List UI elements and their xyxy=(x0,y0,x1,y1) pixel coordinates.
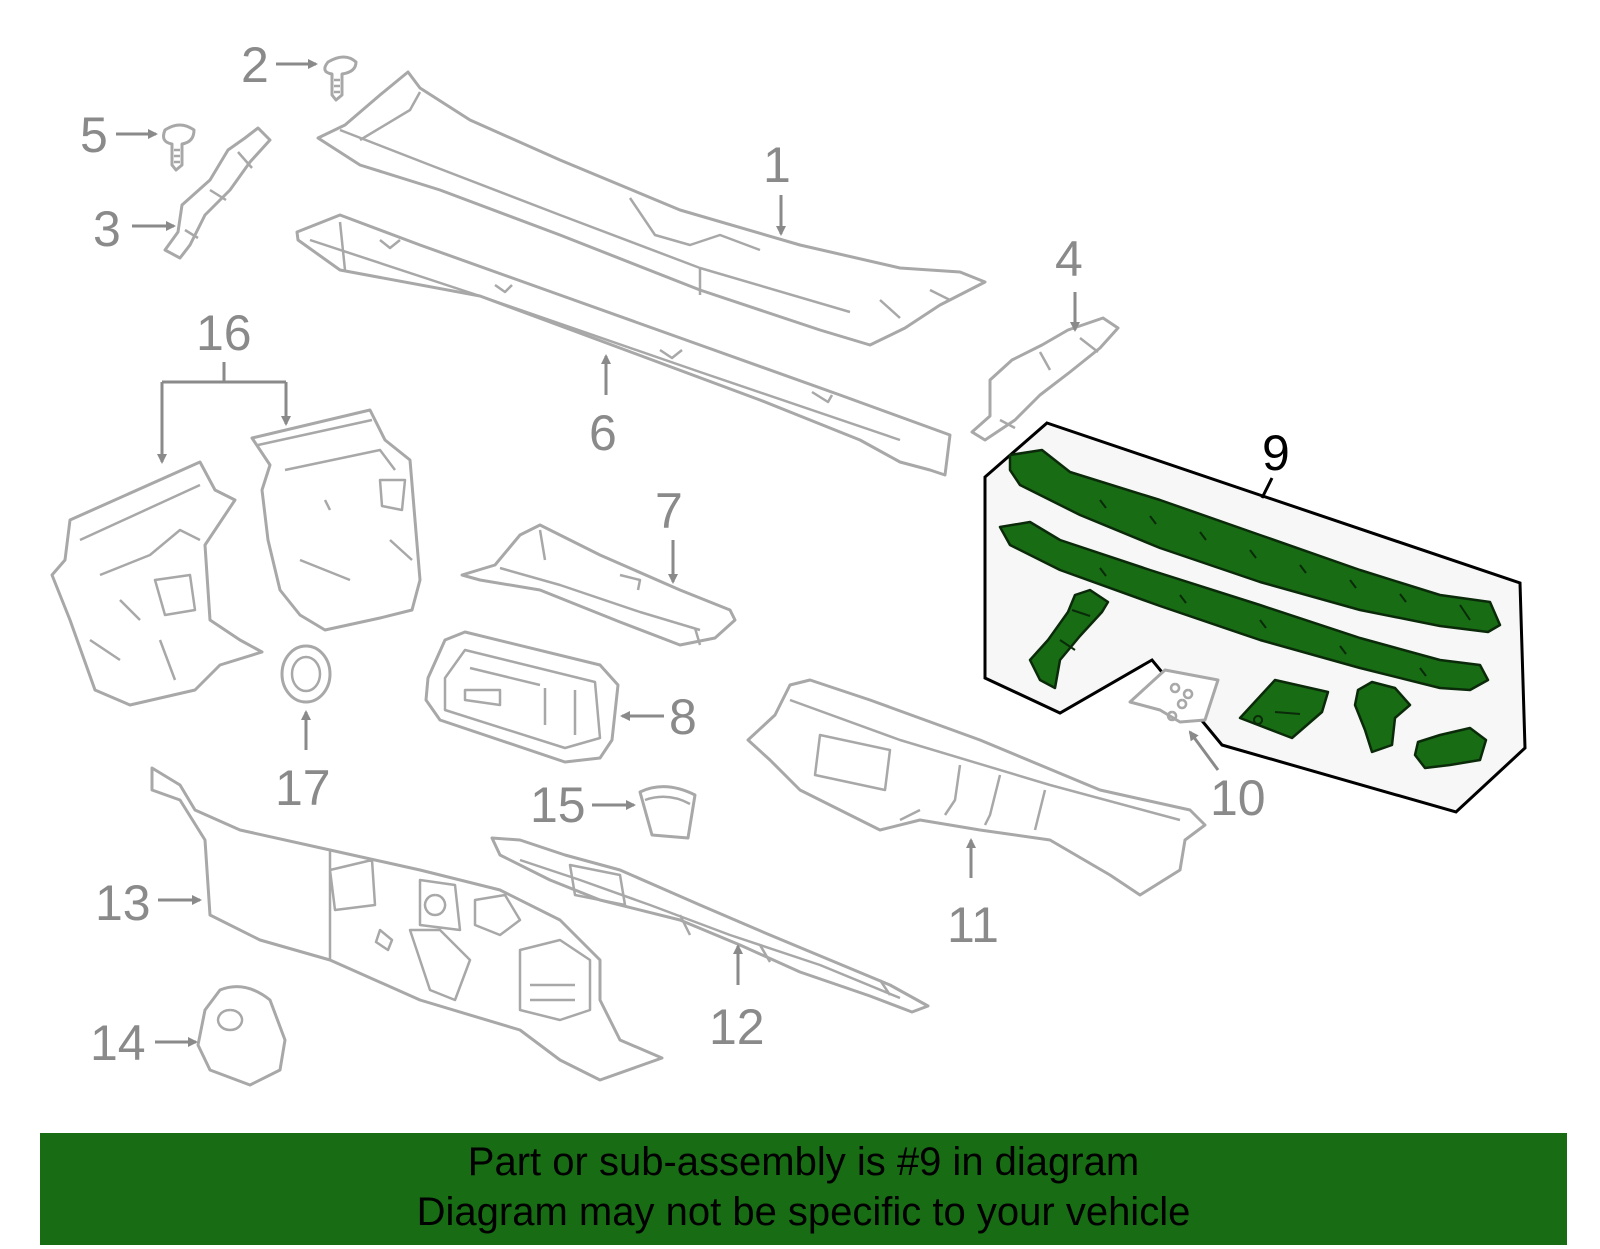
callout-5: 5 xyxy=(80,107,108,163)
leader-9 xyxy=(1260,477,1274,499)
part-8-air-inlet[interactable] xyxy=(424,630,620,764)
part-6-lower-panel[interactable] xyxy=(295,213,952,477)
callout-6: 6 xyxy=(589,405,617,461)
part-4-bracket[interactable] xyxy=(970,316,1120,442)
callout-2: 2 xyxy=(241,37,269,93)
callout-12: 12 xyxy=(709,999,765,1055)
callout-11: 11 xyxy=(947,897,999,953)
callout-9: 9 xyxy=(1262,425,1290,481)
part-2-clip[interactable] xyxy=(323,55,358,102)
part-7-panel[interactable] xyxy=(460,523,737,647)
callout-14: 14 xyxy=(90,1015,146,1071)
callout-8: 8 xyxy=(669,689,697,745)
callout-16: 16 xyxy=(196,305,252,361)
part-1-cowl-panel[interactable] xyxy=(316,70,987,347)
callout-7: 7 xyxy=(655,483,683,539)
leader-16-bracket xyxy=(162,362,286,384)
part-15-plug[interactable] xyxy=(638,785,697,840)
part-16-side-panel-left[interactable] xyxy=(50,460,264,707)
callout-13: 13 xyxy=(95,875,151,931)
callout-15: 15 xyxy=(530,777,586,833)
footer-line-1: Part or sub-assembly is #9 in diagram xyxy=(467,1140,1140,1184)
part-13-dash-panel[interactable] xyxy=(150,766,664,1082)
part-14-cover[interactable] xyxy=(196,985,287,1087)
part-5-clip[interactable] xyxy=(162,123,196,172)
part-11-insulator[interactable] xyxy=(746,678,1207,897)
callout-4: 4 xyxy=(1055,231,1083,287)
footer-line-2: Diagram may not be specific to your vehi… xyxy=(416,1190,1191,1234)
callout-1: 1 xyxy=(763,137,791,193)
part-10-bracket-plate[interactable] xyxy=(1128,668,1220,724)
callout-10: 10 xyxy=(1210,770,1266,826)
part-16-side-panel-right[interactable] xyxy=(250,408,422,632)
footer-banner: Part or sub-assembly is #9 in diagram Di… xyxy=(40,1133,1567,1245)
callout-3: 3 xyxy=(93,201,121,257)
part-12-reinforcement[interactable] xyxy=(490,836,930,1014)
part-9-subassembly[interactable] xyxy=(983,421,1527,814)
part-17-grommet[interactable] xyxy=(280,644,332,704)
callout-17: 17 xyxy=(275,760,331,816)
leader-10 xyxy=(1188,730,1220,771)
part-3-bracket[interactable] xyxy=(163,126,272,260)
